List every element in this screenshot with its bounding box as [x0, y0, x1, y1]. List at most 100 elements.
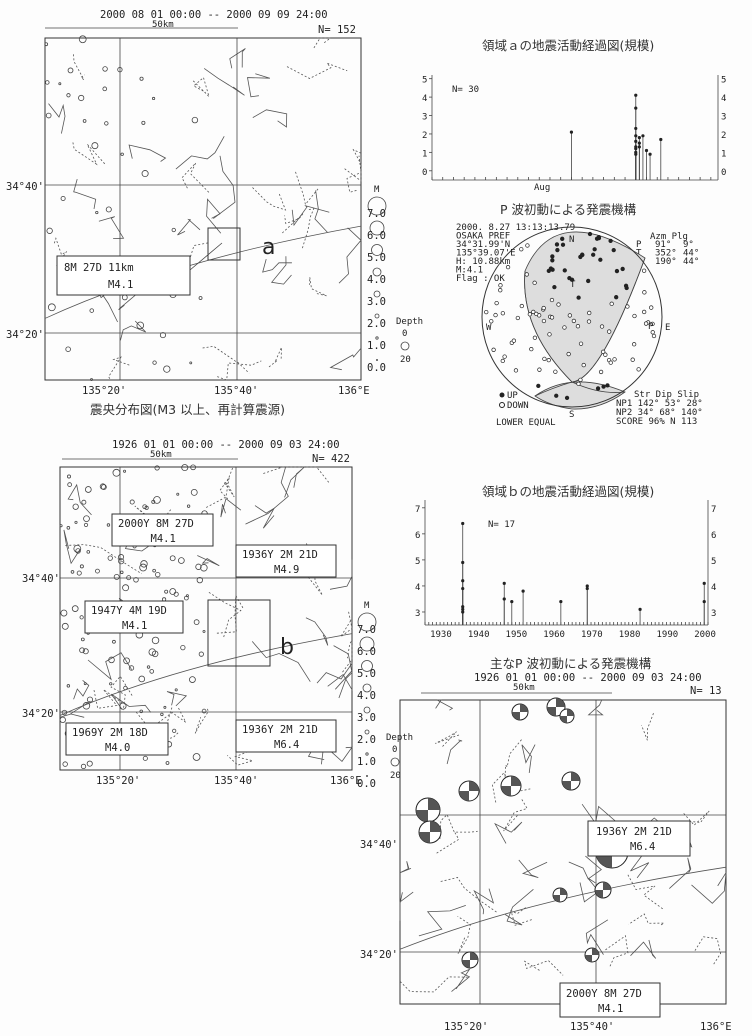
stem-point — [637, 141, 641, 145]
compass-w: W — [486, 323, 492, 333]
event-label-date: 1947Y 4M 19D — [91, 605, 167, 617]
beachball-quadrant — [428, 798, 440, 810]
y-tick-label: 5 — [415, 557, 420, 567]
y-tick-label-right: 3 — [721, 113, 726, 123]
beachball-quadrant — [562, 781, 571, 790]
epicenter-marker — [62, 761, 68, 767]
mechanism-map-lon-label: 135°20' — [444, 1021, 488, 1033]
x-tick-label: 1950 — [506, 630, 528, 640]
epicenter-marker — [169, 555, 176, 562]
y-tick-label: 5 — [422, 76, 427, 86]
epicenter-marker — [190, 464, 196, 471]
map-b-period: 1926 01 01 00:00 -- 2000 09 03 24:00 — [112, 439, 340, 451]
mechanism-header-line: OSAKA PREF — [456, 232, 510, 242]
epicenter-marker — [45, 80, 50, 85]
magnitude-scale-icon — [375, 336, 379, 340]
epicenter-marker — [128, 665, 135, 671]
epicenter-marker — [66, 526, 71, 530]
down-polarity-marker — [586, 319, 592, 324]
down-polarity-marker — [484, 309, 489, 315]
epicenter-marker — [141, 170, 149, 178]
mechanism-title: P 波初動による発震機構 — [500, 202, 637, 217]
magnitude-scale-icon — [365, 775, 368, 778]
epicenter-marker — [141, 120, 146, 125]
map-a-lat-label: 34°20' — [6, 329, 44, 341]
down-polarity-marker — [525, 243, 530, 248]
fault-line — [262, 258, 292, 273]
chart-a-x-tick-label: Aug — [534, 183, 550, 193]
up-polarity-marker — [550, 258, 555, 263]
epicenter-marker — [191, 116, 199, 124]
stem-point — [502, 597, 506, 601]
fault-line — [48, 103, 66, 134]
beachball-quadrant — [556, 698, 565, 707]
magnitude-scale-icon — [361, 660, 373, 672]
fault-line — [286, 62, 348, 79]
fault-line — [669, 857, 692, 889]
fault-line — [504, 738, 523, 785]
down-polarity-marker — [532, 335, 538, 340]
down-polarity-marker — [562, 325, 567, 330]
fault-line — [247, 73, 271, 98]
epicenter-marker — [171, 227, 176, 233]
map-b-count: N= 422 — [312, 453, 350, 465]
stem-point — [641, 134, 645, 138]
legend-m-value: 6.0 — [357, 646, 376, 658]
epicenter-marker — [112, 639, 116, 644]
compass-s: S — [569, 410, 574, 420]
epicenter-marker — [91, 142, 99, 150]
down-polarity-marker — [502, 354, 507, 359]
fault-line — [72, 142, 106, 166]
up-polarity-marker — [552, 284, 557, 290]
down-polarity-marker — [549, 315, 555, 320]
legend-m-value: 4.0 — [367, 274, 386, 286]
epicenter-marker — [119, 702, 127, 710]
beachball-quadrant — [501, 786, 511, 796]
mechanism-label-mag: M6.4 — [630, 841, 655, 853]
stem-point — [634, 152, 638, 156]
stem-point — [634, 147, 638, 151]
y-tick-label: 7 — [415, 505, 420, 515]
down-polarity-marker — [578, 377, 583, 383]
chart-a-annotation: N= 30 — [452, 85, 479, 95]
depth-scale-icon — [400, 341, 410, 351]
epicenter-marker — [108, 656, 115, 664]
event-label-box — [84, 600, 184, 634]
down-polarity-marker — [519, 247, 524, 252]
beachball — [546, 697, 566, 717]
fault-line — [251, 641, 311, 682]
epicenter-marker — [120, 570, 124, 575]
fault-line — [568, 855, 602, 880]
epicenter-marker — [149, 669, 155, 674]
fault-line — [208, 591, 242, 638]
beachball-quadrant — [511, 776, 521, 786]
down-polarity-marker — [650, 321, 655, 327]
up-polarity-marker — [578, 254, 583, 260]
epicenter-marker — [102, 66, 108, 72]
fault-line — [67, 483, 92, 516]
fault-line — [309, 277, 327, 297]
epicenter-marker — [83, 682, 87, 686]
epicenter-marker — [67, 474, 71, 479]
epicenter-marker — [192, 753, 201, 761]
down-polarity-marker — [642, 309, 647, 315]
mechanism-map-count: N= 13 — [690, 685, 722, 697]
mechanism-header-line: Flag : OK — [456, 274, 505, 284]
beachball — [559, 708, 575, 724]
beachball-quadrant — [553, 895, 560, 902]
down-polarity-marker — [641, 268, 647, 273]
epicenter-marker — [86, 696, 94, 703]
beachball-quadrant — [595, 890, 603, 898]
stem-point — [702, 599, 706, 604]
legend-m-value: 1.0 — [357, 756, 376, 768]
epicenter-marker — [200, 564, 208, 572]
stem-point — [569, 130, 574, 134]
fault-line — [451, 968, 471, 992]
fault-line — [503, 798, 528, 832]
epicenter-marker — [129, 499, 135, 505]
compass-n: N — [569, 235, 574, 245]
epicenter-marker — [44, 42, 49, 47]
